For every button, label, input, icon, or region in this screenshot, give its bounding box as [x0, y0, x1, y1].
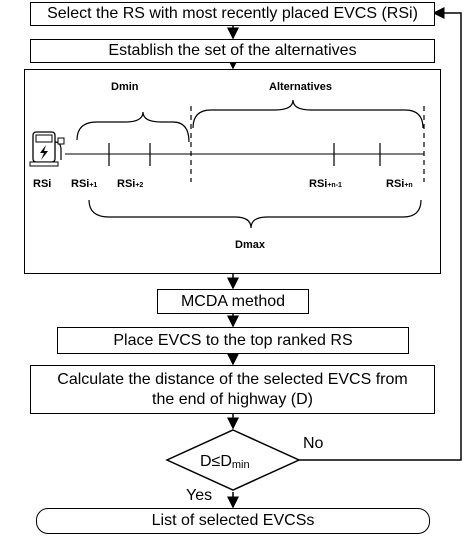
dmax-brace [88, 199, 422, 229]
station-label-2: RSi+2 [117, 178, 143, 190]
station-label-4: RSi+n [386, 178, 413, 190]
step-establish-label: Establish the set of the alternatives [108, 42, 357, 59]
station-label-1: RSi+1 [71, 178, 97, 190]
alternatives-brace [192, 99, 424, 129]
decision-condition: D≤Dmin [200, 453, 250, 471]
step-place-evcs: Place EVCS to the top ranked RS [57, 327, 409, 354]
alternatives-illustration: Dmin Alternatives RSi RSi+1 RSi+2 RSi+n-… [29, 81, 425, 251]
loop-back-no-line [299, 7, 462, 461]
dmin-label: Dmin [111, 81, 139, 93]
yes-label: Yes [186, 487, 212, 504]
no-label: No [303, 435, 324, 452]
step-list-label: List of selected EVCSs [151, 512, 315, 529]
dmin-brace [76, 111, 190, 143]
decision-diamond [165, 429, 301, 491]
dmax-label: Dmax [235, 239, 266, 251]
alternatives-panel: Dmin Alternatives RSi RSi+1 RSi+2 RSi+n-… [24, 69, 441, 274]
step-calculate-label-line2: the end of highway (D) [152, 390, 313, 408]
step-place-label: Place EVCS to the top ranked RS [113, 331, 353, 349]
station-label-0: RSi [33, 178, 51, 190]
station-label-3: RSi+n-1 [309, 178, 342, 190]
ev-charger-icon [29, 131, 65, 167]
step-calculate-distance: Calculate the distance of the selected E… [30, 365, 435, 414]
step-establish-alternatives: Establish the set of the alternatives [30, 39, 435, 63]
step-mcda-label: MCDA method [180, 292, 286, 310]
step-select-rs: Select the RS with most recently placed … [30, 2, 435, 26]
step-calculate-label-line1: Calculate the distance of the selected E… [57, 370, 408, 388]
step-mcda-method: MCDA method [157, 289, 309, 314]
step-select-rs-label: Select the RS with most recently placed … [47, 5, 418, 22]
alternatives-label: Alternatives [269, 81, 332, 93]
step-list-selected: List of selected EVCSs [36, 508, 430, 534]
